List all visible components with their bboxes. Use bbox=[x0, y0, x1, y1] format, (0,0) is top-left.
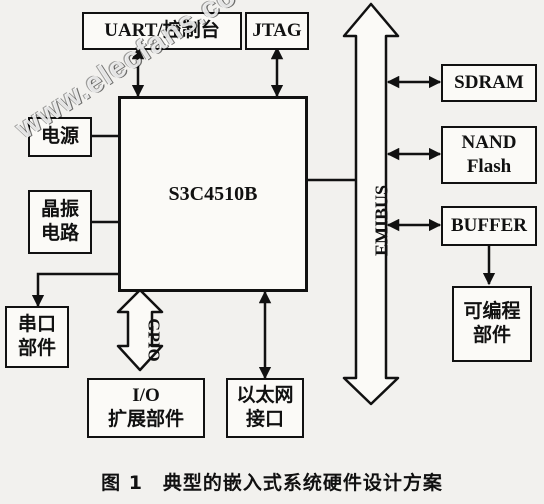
cpu-label: S3C4510B bbox=[168, 182, 258, 205]
ethernet-label-line1: 以太网 bbox=[236, 385, 294, 407]
oscillator-block: 晶振 电路 bbox=[28, 190, 92, 254]
cpu-block: S3C4510B bbox=[118, 96, 308, 292]
programmable-part-label-line1: 可编程 bbox=[463, 301, 521, 323]
ethernet-label-line2: 接口 bbox=[245, 409, 284, 430]
nand-flash-label-line1: NAND bbox=[461, 132, 517, 154]
jtag-block: JTAG bbox=[245, 12, 309, 50]
oscillator-label-line1: 晶振 bbox=[40, 199, 79, 221]
serial-port-label-line1: 串口 bbox=[17, 314, 56, 336]
buffer-label: BUFFER bbox=[451, 215, 527, 237]
ethernet-block: 以太网 接口 bbox=[226, 378, 304, 438]
gpio-bus-label: GPIO bbox=[144, 318, 164, 362]
buffer-block: BUFFER bbox=[441, 206, 537, 246]
nand-flash-block: NAND Flash bbox=[441, 126, 537, 184]
programmable-part-label-line2: 部件 bbox=[472, 325, 511, 346]
cpu-serial-link bbox=[31, 272, 120, 308]
oscillator-label-line2: 电路 bbox=[40, 223, 79, 244]
sdram-label: SDRAM bbox=[454, 72, 524, 94]
figure-caption: 图 1 典型的嵌入式系统硬件设计方案 bbox=[101, 472, 443, 494]
nand-flash-label-line2: Flash bbox=[466, 156, 512, 177]
jtag-label: JTAG bbox=[252, 20, 302, 42]
uart-console-block: UART/控制台 bbox=[82, 12, 242, 50]
uart-console-label: UART/控制台 bbox=[104, 20, 220, 42]
io-expansion-label-line2: 扩展部件 bbox=[107, 409, 184, 430]
emibus-bus-label: EMIBUS bbox=[371, 185, 392, 257]
io-expansion-block: I/O 扩展部件 bbox=[87, 378, 205, 438]
gpio-bus-arrow bbox=[116, 288, 164, 372]
serial-port-label-line2: 部件 bbox=[17, 338, 56, 359]
power-label: 电源 bbox=[40, 126, 79, 148]
sdram-block: SDRAM bbox=[441, 64, 537, 102]
power-block: 电源 bbox=[28, 117, 92, 157]
programmable-part-block: 可编程 部件 bbox=[452, 286, 532, 362]
serial-port-block: 串口 部件 bbox=[5, 306, 69, 368]
io-expansion-label-line1: I/O bbox=[132, 385, 160, 407]
emibus-bus-arrow bbox=[342, 2, 400, 406]
